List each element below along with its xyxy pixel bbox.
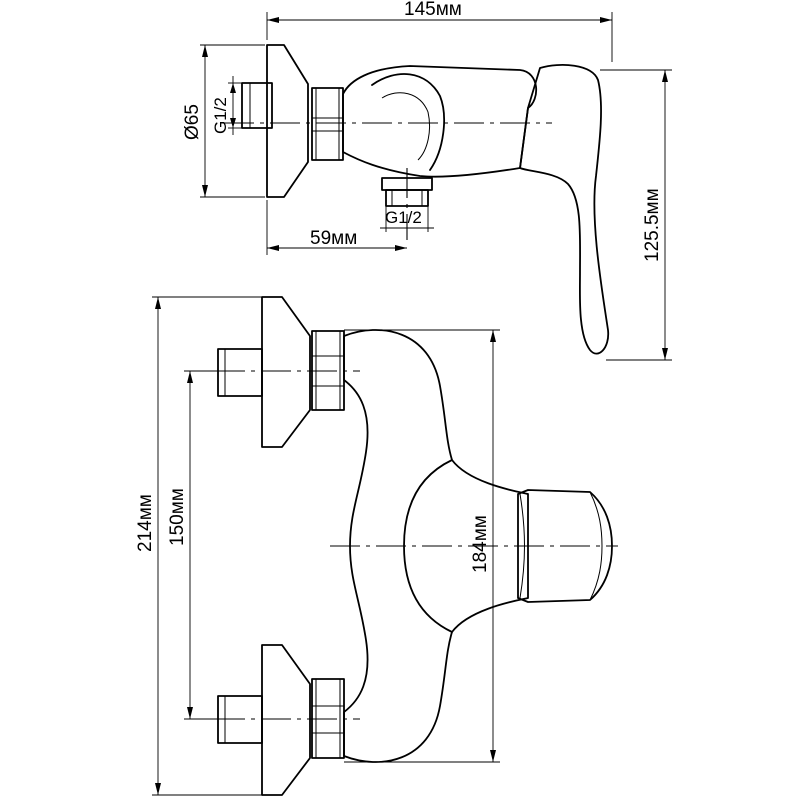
dimension-total-height: 214мм [135,296,262,796]
dimension-outlet-thread: G1/2 [380,206,434,232]
dimension-inlet-thread-label: G1/2 [211,97,230,134]
dimension-inlet-spacing: 150мм [167,370,218,720]
dimension-flange-diameter: Ø65 [182,44,265,198]
dimension-outlet-offset: 59мм [266,200,407,255]
dimension-inlet-thread: G1/2 [211,76,242,135]
dimension-outlet-offset-label: 59мм [310,228,357,249]
dimension-overall-depth: 145мм [266,0,613,62]
dimension-outlet-thread-label: G1/2 [385,208,422,227]
dimension-inlet-spacing-label: 150мм [167,488,188,546]
side-view [224,44,610,355]
dimension-body-height-label: 184мм [470,515,491,573]
dimension-total-height-label: 214мм [135,494,156,552]
front-view [215,296,618,796]
dimension-handle-height: 125.5мм [600,69,672,361]
dimension-handle-height-label: 125.5мм [642,188,663,262]
dimension-overall-depth-label: 145мм [404,0,462,20]
dimension-body-height: 184мм [344,329,500,763]
dimension-flange-diameter-label: Ø65 [182,104,203,140]
